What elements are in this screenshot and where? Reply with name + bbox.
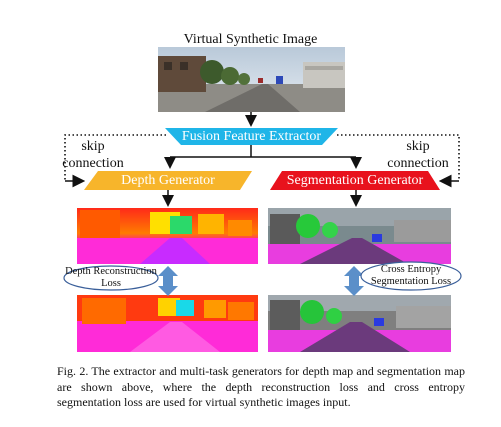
predicted-depth-map: [77, 208, 258, 264]
seg-loss-ellipse: [360, 261, 462, 291]
skip-label-left: skip connection: [62, 139, 124, 171]
synthetic-image: [158, 47, 345, 112]
segmentation-generator-label: Segmentation Generator: [286, 173, 424, 188]
depth-generator-label: Depth Generator: [121, 173, 215, 188]
seg-loss-label: Cross Entropy Segmentation Loss: [370, 264, 452, 287]
ground-truth-depth-map: [77, 295, 258, 352]
depth-loss-ellipse: [63, 265, 159, 291]
split-arrows: [164, 145, 362, 169]
skip-connection-left: [64, 134, 166, 188]
skip-label-right: skip connection: [387, 139, 449, 171]
diagram-canvas: [63, 47, 462, 352]
predicted-segmentation-map: [268, 208, 451, 264]
figure-caption: Fig. 2. The extractor and multi-task gen…: [57, 364, 465, 409]
skip-connection-right: [337, 134, 460, 188]
seg-loss-arrow: [344, 266, 364, 296]
depth-generator-band: [84, 171, 252, 190]
input-title: Virtual Synthetic Image: [183, 32, 318, 47]
extractor-label: Fusion Feature Extractor: [181, 129, 322, 144]
depth-loss-arrow: [158, 266, 178, 296]
segmentation-generator-band: [270, 171, 440, 190]
extractor-band: [165, 128, 338, 145]
ground-truth-segmentation-map: [268, 295, 451, 352]
depth-loss-label: Depth Reconstruction Loss: [65, 266, 157, 289]
